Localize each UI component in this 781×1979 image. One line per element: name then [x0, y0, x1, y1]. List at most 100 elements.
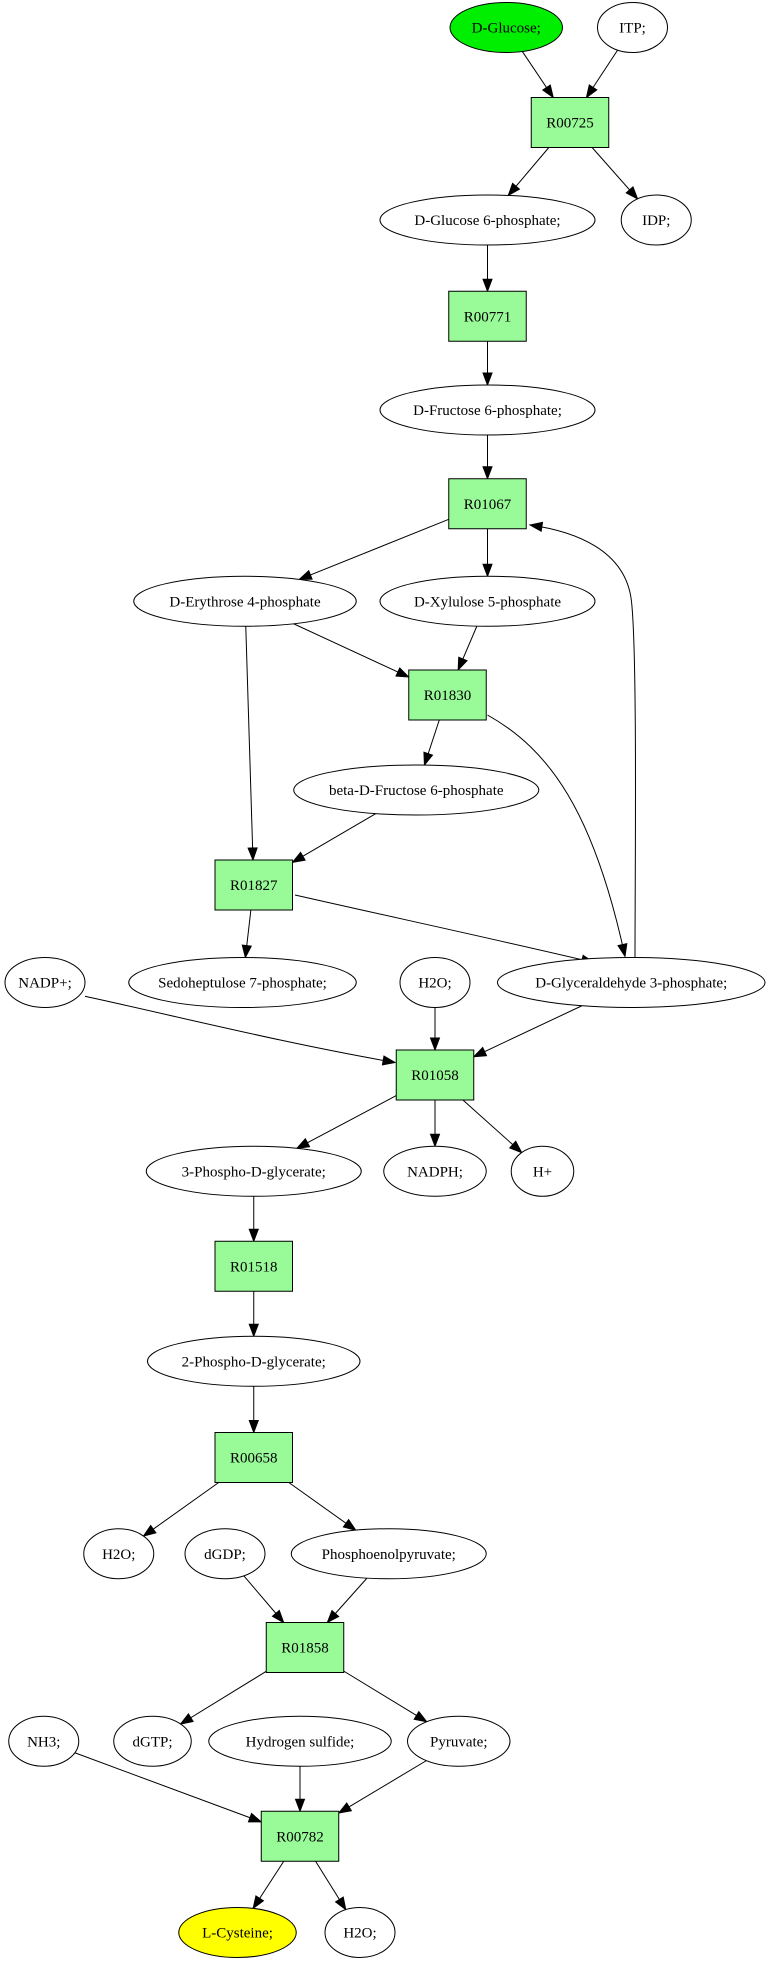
edge-x5p-to-r01830-arrowhead — [457, 656, 468, 672]
compound-ellipse — [383, 1145, 487, 1197]
edge-pyr-to-r00782 — [338, 1760, 427, 1814]
reaction-box — [260, 1810, 340, 1862]
edge-nadp-to-r01058-arrowhead — [381, 1055, 397, 1066]
node-label: D-Glyceraldehyde 3-phosphate; — [535, 976, 727, 992]
edge-nh3-to-r00782-arrowhead — [247, 1812, 263, 1823]
node-label: L-Cysteine; — [202, 1926, 273, 1942]
compound-ellipse — [324, 1907, 396, 1958]
edge-r00725-to-g6p-arrowhead — [507, 182, 521, 197]
compound-ellipse — [184, 1528, 266, 1580]
compound-node-pga2: 2-Phospho-D-glycerate; — [147, 1335, 361, 1387]
reaction-box — [395, 1049, 475, 1101]
compound-ellipse — [178, 1907, 297, 1958]
node-label: R01830 — [424, 688, 472, 704]
reaction-box — [408, 669, 487, 721]
node-label: R00725 — [546, 116, 594, 132]
compound-ellipse — [597, 2, 668, 53]
edge-r01067-to-e4p-arrowhead — [297, 569, 313, 580]
reaction-node-r00771: R00771 — [448, 290, 527, 342]
compound-node-itp: ITP; — [597, 2, 668, 53]
reaction-node-r01058: R01058 — [395, 1049, 475, 1101]
edge-g3p-to-r01067 — [529, 524, 636, 958]
edge-e4p-to-r01830-arrowhead — [395, 667, 411, 678]
node-label: IDP; — [642, 213, 670, 229]
compound-ellipse — [147, 1335, 361, 1387]
compound-node-h2s: Hydrogen sulfide; — [208, 1715, 392, 1767]
edge-r01858-to-dgtp — [180, 1670, 267, 1725]
node-label: D-Xylulose 5-phosphate — [414, 594, 561, 610]
node-label: R00771 — [464, 309, 512, 325]
compound-node-h2o_a: H2O; — [399, 957, 471, 1008]
edges-layer — [74, 49, 639, 1911]
edge-bf6p-to-r01827 — [292, 813, 377, 863]
reaction-node-r01827: R01827 — [214, 859, 293, 911]
compound-ellipse — [510, 1145, 575, 1197]
compound-node-nadp: NADP+; — [4, 957, 86, 1008]
compound-ellipse — [290, 1528, 487, 1580]
edge-dgdp-to-r01858-arrowhead — [271, 1609, 285, 1624]
compound-node-dgtp: dGTP; — [113, 1715, 192, 1767]
compound-ellipse — [379, 384, 596, 436]
node-label: dGDP; — [204, 1547, 246, 1563]
compound-node-bf6p: beta-D-Fructose 6-phosphate — [293, 764, 540, 816]
edge-r01058-to-pga3 — [296, 1095, 397, 1149]
edge-r01858-to-dgtp-arrowhead — [179, 1713, 194, 1725]
reaction-box — [265, 1622, 345, 1673]
edge-r00782-to-h2o_c-arrowhead — [334, 1896, 347, 1911]
edge-r01067-to-x5p-arrowhead — [482, 563, 493, 578]
edge-r01058-to-hplus — [462, 1099, 523, 1153]
compound-ellipse — [620, 194, 692, 246]
compound-node-pga3: 3-Phospho-D-glycerate; — [145, 1145, 362, 1197]
edge-r00658-to-h2o_b-arrowhead — [142, 1524, 157, 1537]
node-label: D-Glucose; — [472, 21, 541, 37]
edge-r01830-to-g3p-arrowhead — [617, 942, 628, 958]
node-label: beta-D-Fructose 6-phosphate — [329, 783, 504, 799]
node-label: 2-Phospho-D-glycerate; — [182, 1354, 326, 1370]
compound-node-nh3: NH3; — [8, 1715, 80, 1767]
node-label: NADP+; — [18, 976, 71, 992]
edge-e4p-to-r01827 — [245, 626, 254, 861]
compound-node-hplus: H+ — [510, 1145, 575, 1197]
reaction-node-r00725: R00725 — [530, 97, 610, 148]
edge-e4p-to-r01830 — [293, 623, 409, 678]
edge-e4p-to-r01827-arrowhead — [247, 847, 258, 862]
compound-node-h2o_c: H2O; — [324, 1907, 396, 1958]
edge-r01058-to-hplus-arrowhead — [508, 1140, 523, 1154]
edge-nh3-to-r00782 — [74, 1752, 262, 1823]
node-label: R01067 — [464, 497, 512, 513]
node-label: NH3; — [27, 1734, 60, 1750]
compound-ellipse — [113, 1715, 192, 1767]
node-label: ITP; — [619, 21, 646, 37]
node-label: R01058 — [411, 1068, 459, 1084]
edge-r01827-to-s7p-arrowhead — [241, 944, 253, 959]
edge-g6p-to-r00771-arrowhead — [482, 278, 493, 293]
node-label: 3-Phospho-D-glycerate; — [182, 1164, 326, 1180]
compound-node-f6p: D-Fructose 6-phosphate; — [379, 384, 596, 436]
reaction-box — [214, 859, 293, 911]
edge-h2s-to-r00782-arrowhead — [294, 1798, 306, 1813]
compound-node-g3p: D-Glyceraldehyde 3-phosphate; — [497, 957, 766, 1008]
compound-node-g6p: D-Glucose 6-phosphate; — [379, 194, 596, 246]
edge-f6p-to-r01067-arrowhead — [482, 466, 493, 481]
compound-node-pep: Phosphoenolpyruvate; — [290, 1528, 487, 1580]
node-label: Pyruvate; — [430, 1734, 488, 1750]
compound-ellipse — [145, 1145, 362, 1197]
compound-ellipse — [4, 957, 86, 1008]
edge-pyr-to-r00782-arrowhead — [337, 1802, 353, 1814]
compound-node-dgdp: dGDP; — [184, 1528, 266, 1580]
compound-node-pyr: Pyruvate; — [407, 1715, 511, 1767]
node-label: Sedoheptulose 7-phosphate; — [158, 976, 327, 992]
edge-pep-to-r01858-arrowhead — [326, 1609, 340, 1624]
node-label: R01858 — [281, 1641, 329, 1657]
compound-ellipse — [407, 1715, 511, 1767]
edge-r01830-to-bf6p-arrowhead — [423, 751, 434, 767]
reaction-box — [214, 1432, 293, 1483]
compound-node-h2o_b: H2O; — [83, 1528, 155, 1580]
compound-node-idp: IDP; — [620, 194, 692, 246]
edge-r01827-to-g3p — [294, 894, 594, 963]
edge-glucose-to-r00725-arrowhead — [541, 84, 555, 99]
edge-nadp-to-r01058 — [84, 995, 396, 1063]
node-label: D-Glucose 6-phosphate; — [414, 213, 560, 229]
